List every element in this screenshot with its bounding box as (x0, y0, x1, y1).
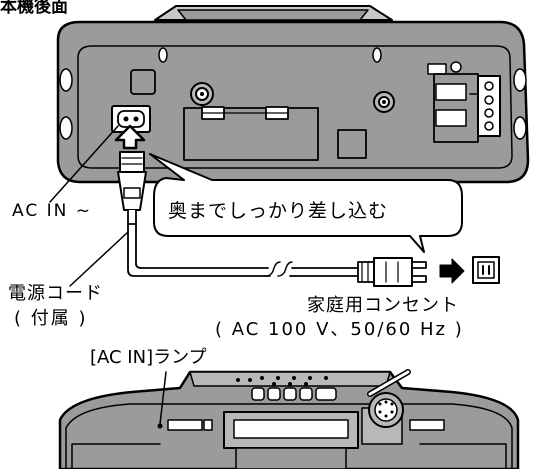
round-jack-left (190, 82, 214, 106)
power-cord-note: ( 付属 ) (14, 308, 88, 329)
outlet-arrow (439, 258, 465, 284)
tuning-knob (367, 369, 411, 428)
wall-outlet-icon (472, 256, 500, 284)
ac-in-lamp-label: [AC IN]ランプ (90, 347, 207, 368)
power-cord-line (127, 223, 271, 277)
household-outlet-label: 家庭用コンセント (307, 295, 459, 316)
instruction-bubble (149, 153, 463, 253)
round-jack-right (373, 91, 395, 113)
device-top-view (58, 369, 520, 471)
power-cord-leader (69, 231, 129, 287)
insert-arrow (114, 124, 146, 150)
outlet-spec-label: ( AC 100 V、50/60 Hz ) (215, 319, 464, 340)
top-buttons (236, 376, 337, 401)
ac-in-lamp (157, 423, 163, 429)
section-title: 本機後面 (0, 0, 68, 17)
power-cord-label: 電源コード (8, 283, 103, 304)
ac-in-label: AC IN ~ (12, 201, 92, 221)
ac-in-leader (49, 125, 119, 203)
instruction-text: 奥までしっかり差し込む (168, 200, 389, 222)
antenna-terminals (427, 61, 501, 143)
ac-in-lamp-leader (159, 371, 167, 425)
wall-plug (357, 257, 427, 287)
battery-compartment (183, 106, 319, 161)
device-rear-view (56, 5, 530, 184)
power-cord-plug (117, 151, 147, 225)
